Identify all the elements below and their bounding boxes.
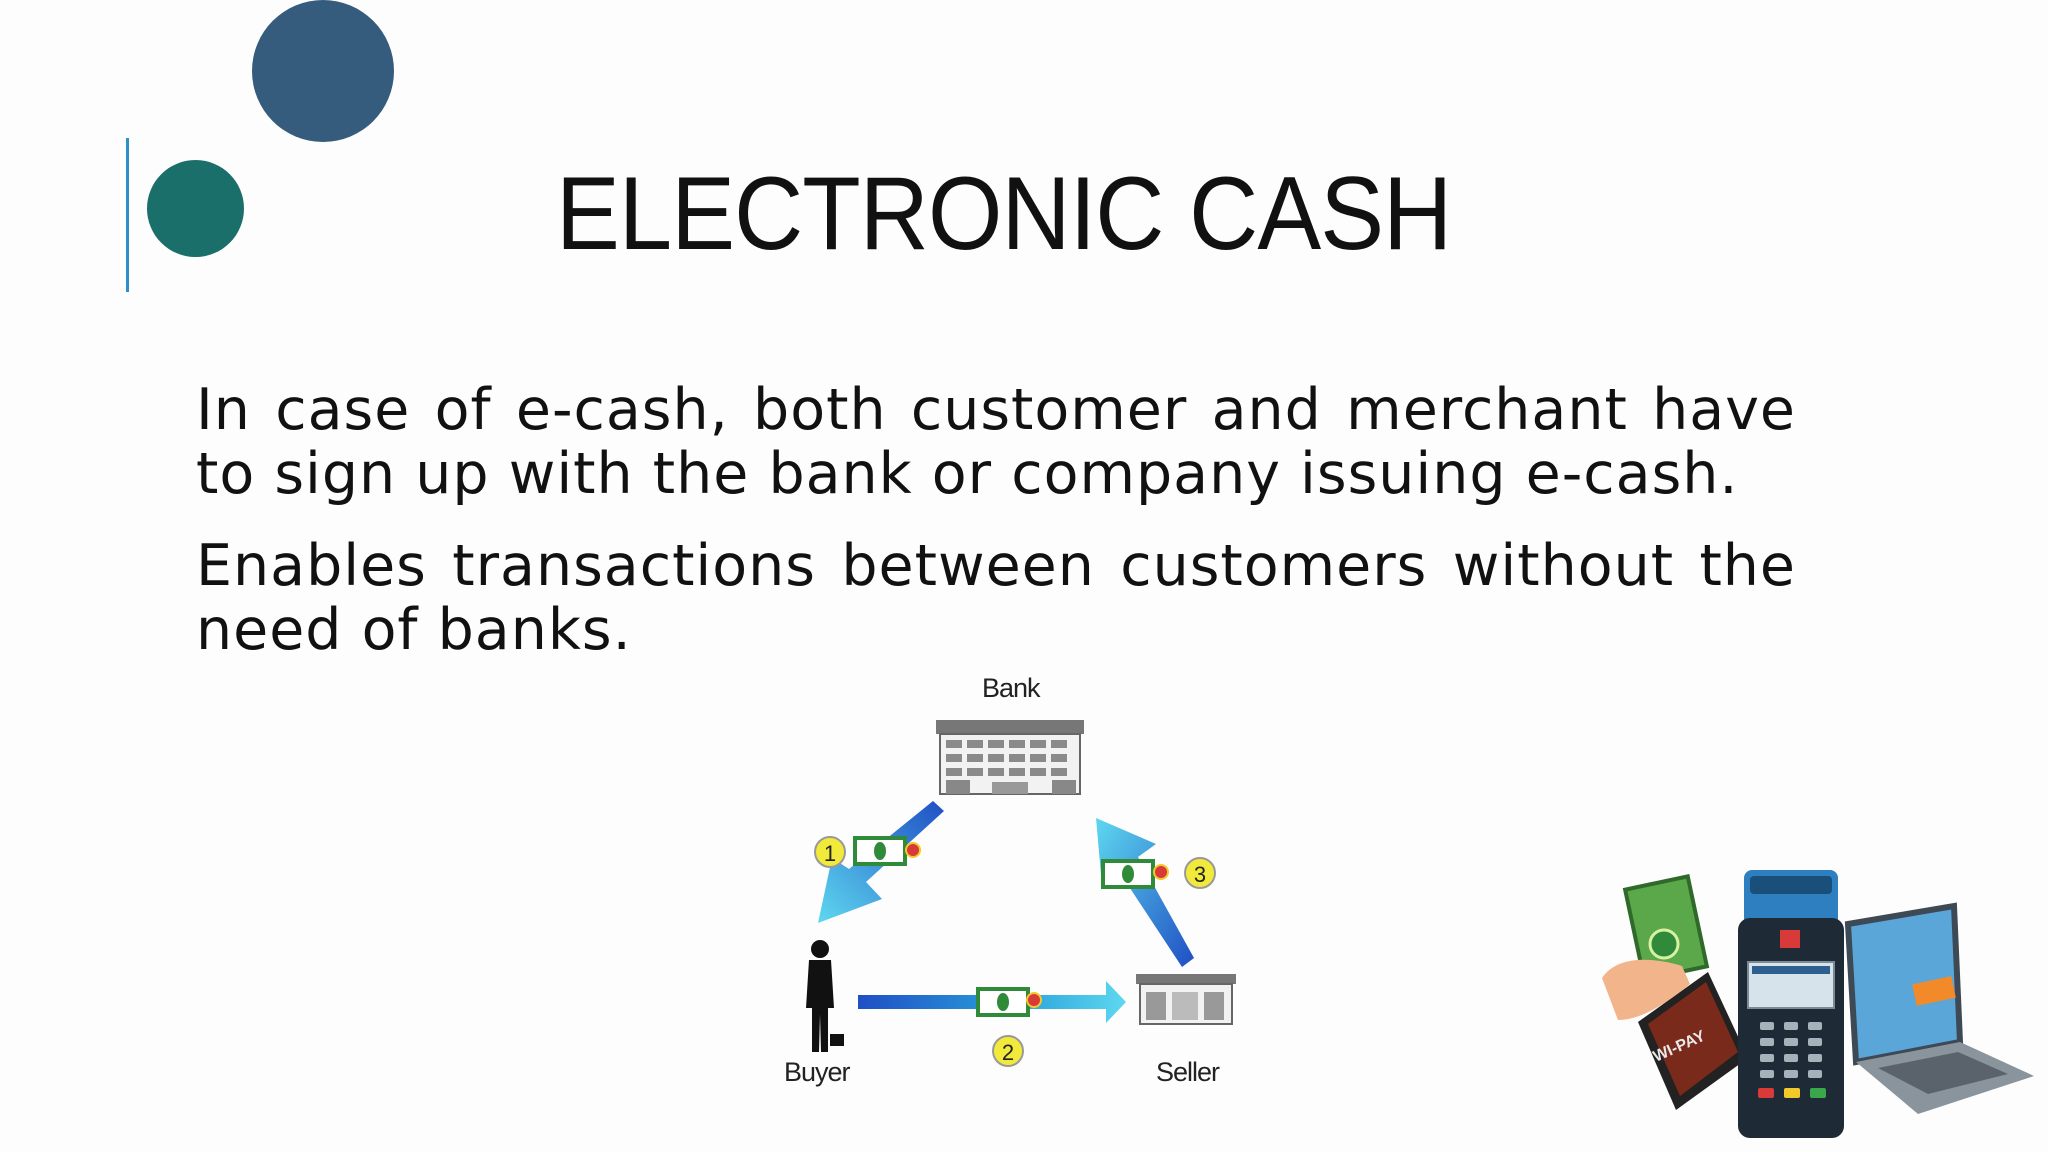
bullet-item: In case of e-cash, both customer and mer… [196, 377, 1796, 507]
cash-in-hand-icon [1602, 873, 1710, 1020]
decorative-circle-large [252, 0, 394, 142]
svg-text:1: 1 [824, 841, 836, 866]
slide-title: ELECTRONIC CASH [556, 156, 1452, 272]
bullet-list: In case of e-cash, both customer and mer… [196, 378, 1796, 690]
decorative-circle-small [147, 160, 244, 257]
arrow-step-3 [1096, 818, 1194, 967]
bank-label: Bank [982, 673, 1041, 703]
seller-label: Seller [1156, 1057, 1220, 1087]
banknote-icon [1101, 859, 1169, 889]
ecash-flow-diagram: Bank [770, 668, 1250, 1098]
bank-building-icon [936, 720, 1084, 795]
svg-text:3: 3 [1194, 862, 1206, 887]
svg-text:2: 2 [1002, 1040, 1014, 1065]
step-1-badge: 1 [814, 836, 846, 868]
seller-store-icon [1136, 974, 1236, 1025]
smartphone-icon [1638, 972, 1748, 1110]
decorative-vertical-line [126, 138, 129, 292]
banknote-icon [853, 836, 921, 866]
step-2-badge: 2 [992, 1035, 1024, 1067]
bullet-item: Enables transactions between customers w… [196, 533, 1796, 663]
buyer-label: Buyer [784, 1057, 851, 1087]
step-3-badge: 3 [1184, 857, 1216, 889]
pos-terminal-icon [1738, 870, 1844, 1138]
pos-terminal-illustration: WI-PAY [1598, 862, 2038, 1142]
banknote-icon [976, 987, 1042, 1017]
laptop-icon [1844, 902, 2034, 1114]
buyer-person-icon [806, 940, 844, 1052]
